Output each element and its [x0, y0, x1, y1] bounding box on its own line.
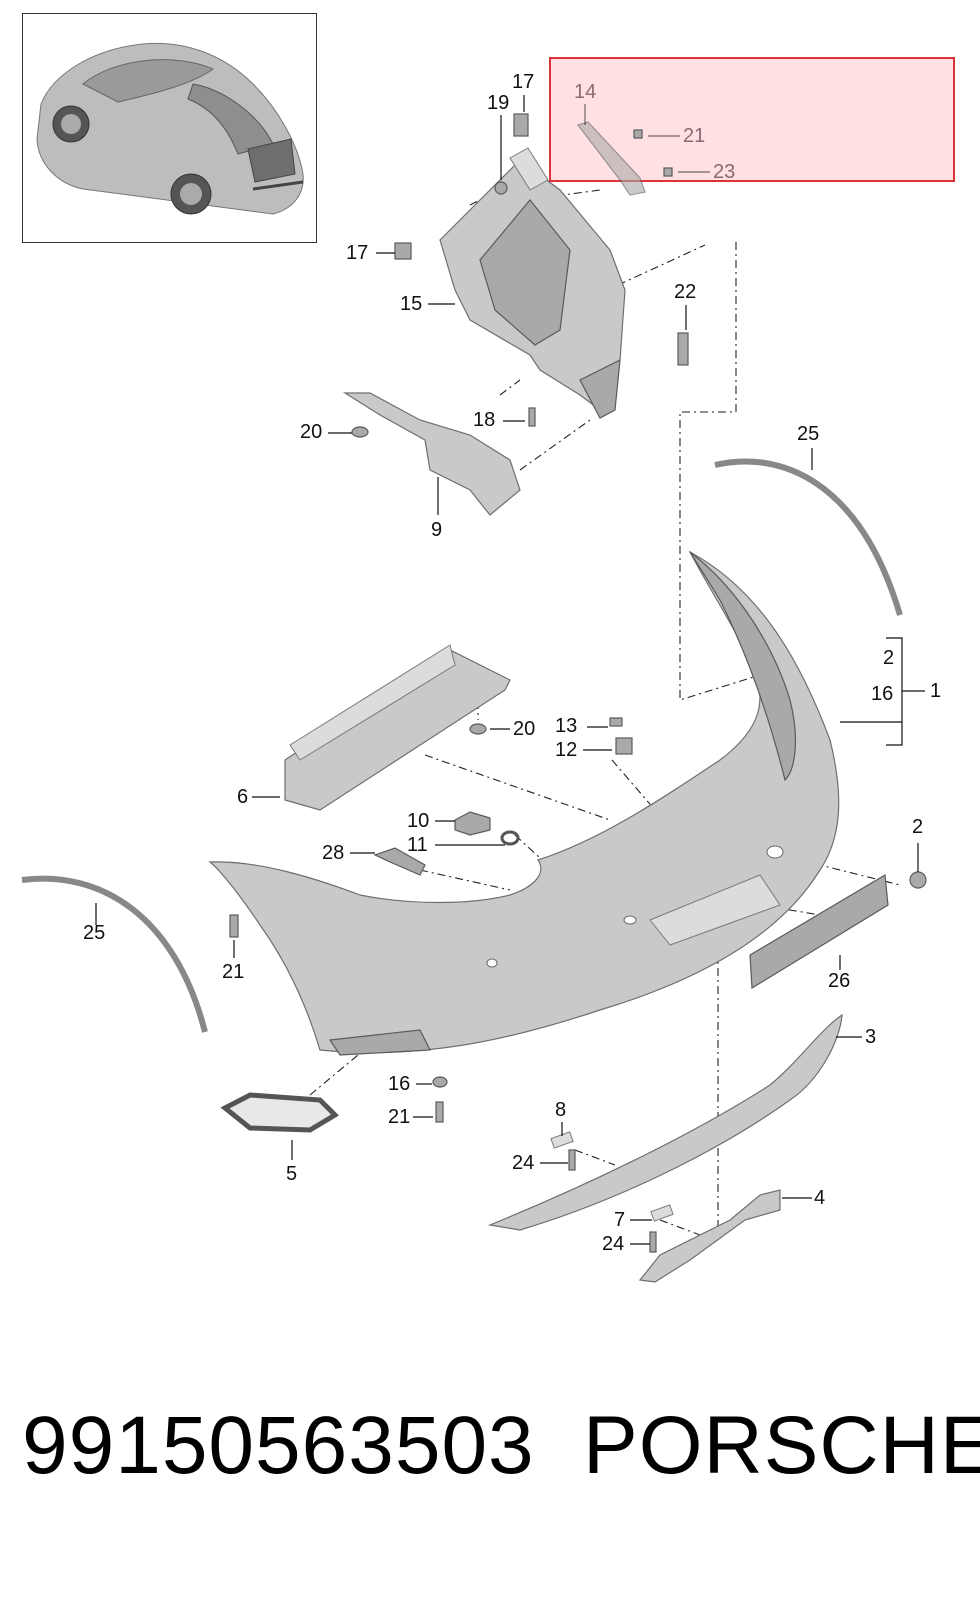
callout-2-upper: 2	[883, 647, 895, 669]
part-number: 99150563503	[22, 1400, 535, 1491]
callout-21-highlight: 21	[683, 125, 706, 147]
fasteners	[229, 113, 927, 1253]
callout-8: 8	[555, 1099, 567, 1121]
callout-23: 23	[713, 161, 736, 183]
callout-4: 4	[814, 1187, 826, 1209]
callout-25-right: 25	[797, 423, 820, 445]
callout-9: 9	[431, 519, 443, 541]
callout-14: 14	[574, 81, 597, 103]
part-25-trim-right	[714, 458, 903, 616]
callout-10: 10	[407, 810, 430, 832]
callout-20-upper: 20	[300, 421, 323, 443]
callout-15: 15	[400, 293, 423, 315]
part-26-plate-base	[749, 874, 889, 990]
callout-24-lower: 24	[602, 1233, 625, 1255]
part-6-carrier	[284, 644, 511, 811]
callout-17-top: 17	[512, 71, 535, 93]
callout-7: 7	[614, 1209, 626, 1231]
part-7-clip	[650, 1204, 674, 1222]
part-1-bumper-cover	[208, 550, 840, 1056]
part-8-clip	[550, 1131, 574, 1149]
callout-28: 28	[322, 842, 345, 864]
car-thumbnail-icon	[36, 42, 304, 215]
vehicle-thumbnail	[22, 13, 317, 243]
callout-24-upper: 24	[512, 1152, 535, 1174]
callout-2-lower: 2	[912, 816, 924, 838]
part-3-diffuser	[487, 1013, 843, 1231]
callout-20-lower: 20	[513, 718, 536, 740]
callout-13: 13	[555, 715, 578, 737]
part-25-trim-left	[21, 875, 208, 1033]
callout-12: 12	[555, 739, 578, 761]
callout-21-left: 21	[222, 961, 245, 983]
callout-17-left: 17	[346, 242, 369, 264]
callout-22: 22	[674, 281, 697, 303]
callout-11: 11	[407, 834, 428, 856]
callout-16-lower: 16	[388, 1073, 411, 1095]
callout-6: 6	[237, 786, 249, 808]
part-15-bracket	[439, 147, 626, 419]
callout-5: 5	[286, 1163, 298, 1185]
part-9-bracket	[342, 392, 521, 516]
callout-3: 3	[865, 1026, 877, 1048]
part-5-frame	[220, 1092, 340, 1133]
sensor-parts	[373, 811, 520, 876]
brand-name: PORSCHE	[583, 1400, 980, 1491]
callout-1: 1	[930, 680, 942, 702]
callout-26: 26	[828, 970, 851, 992]
callout-19: 19	[487, 92, 510, 114]
callout-16-upper: 16	[871, 683, 894, 705]
part-14-strip	[576, 121, 646, 196]
callout-25-left: 25	[83, 922, 106, 944]
part-4-guide	[638, 1189, 781, 1283]
callout-21-lower: 21	[388, 1106, 411, 1128]
callout-18: 18	[473, 409, 496, 431]
